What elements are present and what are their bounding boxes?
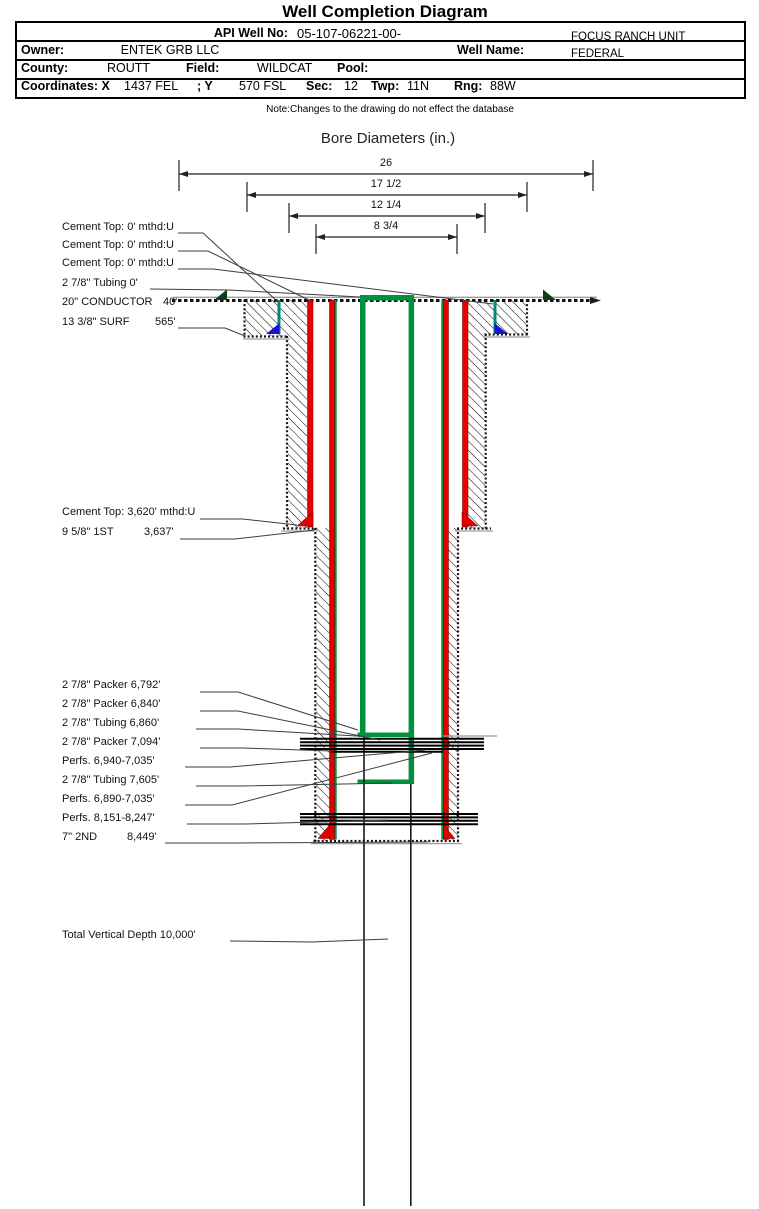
label-tubing-6860: 2 7/8" Tubing 6,860': [62, 717, 160, 729]
casing-9-5-8: [307, 299, 469, 528]
label-cement-top-3620: Cement Top: 3,620' mthd:U: [62, 506, 196, 518]
coordinates-y-value: 570 FSL: [239, 79, 287, 93]
dim-12-1-4: 12 1/4: [370, 199, 402, 211]
label-packer-6840: 2 7/8" Packer 6,840': [62, 698, 161, 710]
cement-column-lines: [277, 300, 497, 334]
leader-lines: [149, 232, 494, 943]
label-cement-top-1: Cement Top: 0' mthd:U: [62, 221, 174, 233]
tubing-2-7-8: [357, 295, 415, 784]
label-surf: 13 3/8" SURF 565': [62, 316, 176, 328]
label-packer-7094: 2 7/8" Packer 7,094': [62, 736, 161, 748]
header-row-divider-2: [15, 59, 744, 61]
coordinates-y-label: ; Y: [197, 79, 213, 93]
label-cement-top-3: Cement Top: 0' mthd:U: [62, 257, 174, 269]
borehole-walls: [243, 300, 530, 845]
twp-label: Twp:: [371, 79, 400, 93]
pool-label: Pool:: [337, 61, 369, 75]
dimension-arrow-17-1-2: [246, 182, 528, 212]
sec-value: 12: [344, 79, 358, 93]
dimension-arrow-8-3-4: [315, 224, 458, 254]
header-row-divider-3: [15, 77, 744, 80]
label-perfs-6890: Perfs. 6,890-7,035': [62, 793, 155, 805]
dimension-arrow-26: [178, 160, 594, 191]
well-name-value-line1: FOCUS RANCH UNIT: [571, 31, 686, 43]
field-label: Field:: [186, 61, 220, 75]
label-first-casing: 9 5/8" 1ST 3,637': [62, 526, 174, 538]
api-well-no-value: 05-107-06221-00-: [297, 26, 402, 41]
owner-label: Owner:: [21, 43, 65, 57]
rng-label: Rng:: [454, 79, 483, 93]
dim-8-3-4: 8 3/4: [373, 220, 399, 232]
open-hole-lines: [363, 737, 412, 1206]
label-tvd: Total Vertical Depth 10,000': [62, 929, 196, 941]
well-name-value-line2: FEDERAL: [571, 48, 625, 60]
cement-shoe-markers-red: [296, 511, 479, 839]
page-title: Well Completion Diagram: [282, 2, 488, 21]
label-perfs-6940: Perfs. 6,940-7,035': [62, 755, 155, 767]
owner-value: ENTEK GRB LLC: [120, 43, 220, 57]
header-row-divider-1: [15, 40, 744, 42]
dimension-arrow-12-1-4: [288, 203, 486, 233]
label-tubing-7605: 2 7/8" Tubing 7,605': [62, 774, 160, 786]
twp-value: 11N: [407, 79, 430, 93]
perforation-marks: [300, 735, 497, 826]
dim-26: 26: [379, 157, 393, 169]
header-note: Note:Changes to the drawing do not effec…: [266, 104, 514, 115]
county-label: County:: [21, 61, 69, 75]
cement-hatch-regions: [245, 300, 526, 841]
label-tubing-0: 2 7/8" Tubing 0': [62, 277, 138, 289]
county-value: ROUTT: [107, 61, 151, 75]
well-name-label: Well Name:: [457, 43, 525, 57]
label-perfs-8151: Perfs. 8,151-8,247': [62, 812, 155, 824]
field-value: WILDCAT: [257, 61, 313, 75]
label-packer-6792: 2 7/8" Packer 6,792': [62, 679, 161, 691]
bore-diameters-title: Bore Diameters (in.): [320, 130, 456, 147]
coordinates-x-value: 1437 FEL: [124, 79, 179, 93]
conductor-markers-dark-green: [214, 289, 556, 300]
casing-7: [329, 299, 449, 840]
sec-label: Sec:: [306, 79, 333, 93]
coordinates-label: Coordinates: X: [21, 79, 110, 93]
api-well-no-label: API Well No:: [213, 26, 288, 40]
label-cement-top-2: Cement Top: 0' mthd:U: [62, 239, 174, 251]
dim-17-1-2: 17 1/2: [370, 178, 402, 190]
cement-top-markers-blue: [266, 323, 508, 334]
rng-value: 88W: [490, 79, 516, 93]
label-second-casing: 7" 2ND 8,449': [62, 831, 157, 843]
